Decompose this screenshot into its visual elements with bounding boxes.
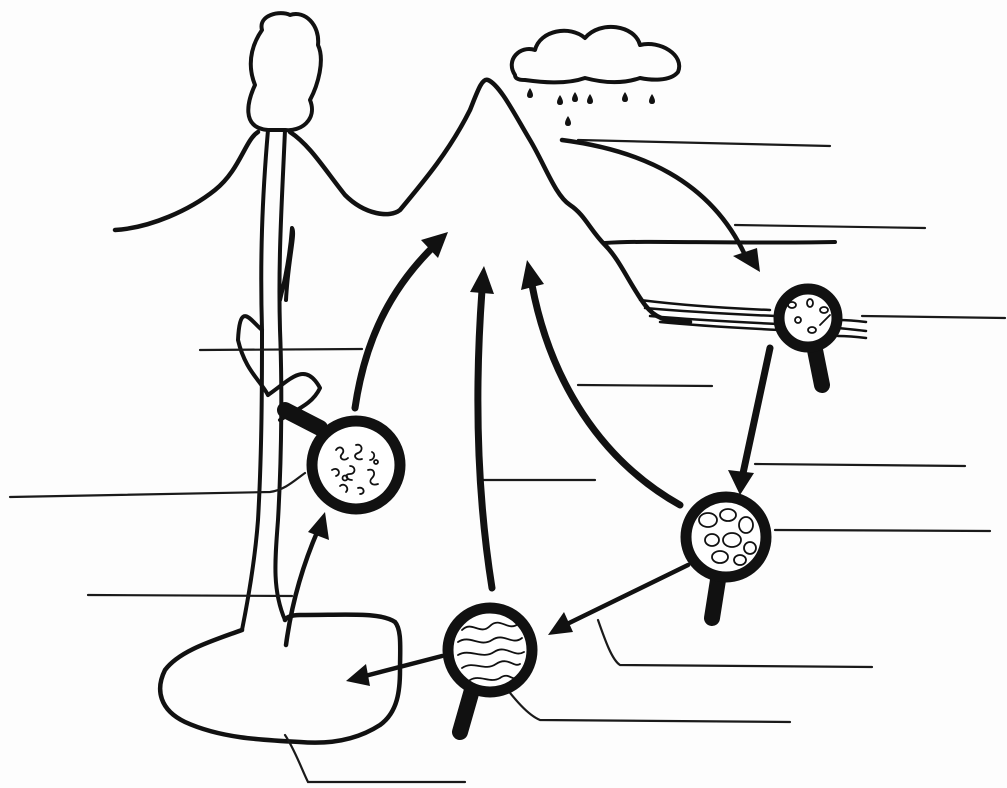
arrow-uplift-center-head bbox=[470, 266, 494, 294]
arrow-cooling-up bbox=[286, 530, 318, 645]
arrow-pressure bbox=[565, 565, 688, 625]
tree-icon bbox=[238, 13, 321, 630]
arrow-uplift-right-head bbox=[521, 260, 544, 290]
arrow-melting bbox=[365, 656, 442, 676]
magnifier-sediment-icon bbox=[779, 289, 837, 385]
label-line-pressure bbox=[598, 620, 872, 667]
label-line-uplift-right bbox=[578, 385, 712, 386]
arrow-weathering bbox=[562, 140, 745, 255]
magnifier-metamorphic-icon bbox=[448, 608, 532, 732]
landscape-outline bbox=[115, 80, 866, 338]
label-line-weathering bbox=[578, 140, 830, 146]
label-line-sediment bbox=[862, 316, 1005, 318]
arrow-compaction bbox=[742, 348, 770, 478]
arrow-uplift-center bbox=[478, 290, 492, 588]
label-line-cooling bbox=[200, 349, 362, 350]
arrow-compaction-head bbox=[728, 470, 754, 495]
rain-cloud-icon bbox=[512, 27, 679, 126]
label-line-erosion bbox=[735, 225, 925, 228]
magnifier-sedimentary-icon bbox=[686, 497, 766, 618]
arrow-uplift-left bbox=[355, 248, 432, 408]
arrow-weathering-head bbox=[733, 248, 760, 272]
arrow-melting-head bbox=[346, 664, 370, 686]
label-line-sedimentary bbox=[775, 530, 990, 531]
label-line-magma bbox=[88, 595, 292, 596]
arrow-cooling-up-head bbox=[308, 512, 329, 540]
cycle-arrows bbox=[286, 140, 770, 686]
label-line-metamorphic bbox=[500, 680, 790, 722]
magnifier-igneous-icon bbox=[285, 410, 400, 509]
label-line-compaction bbox=[755, 464, 965, 466]
